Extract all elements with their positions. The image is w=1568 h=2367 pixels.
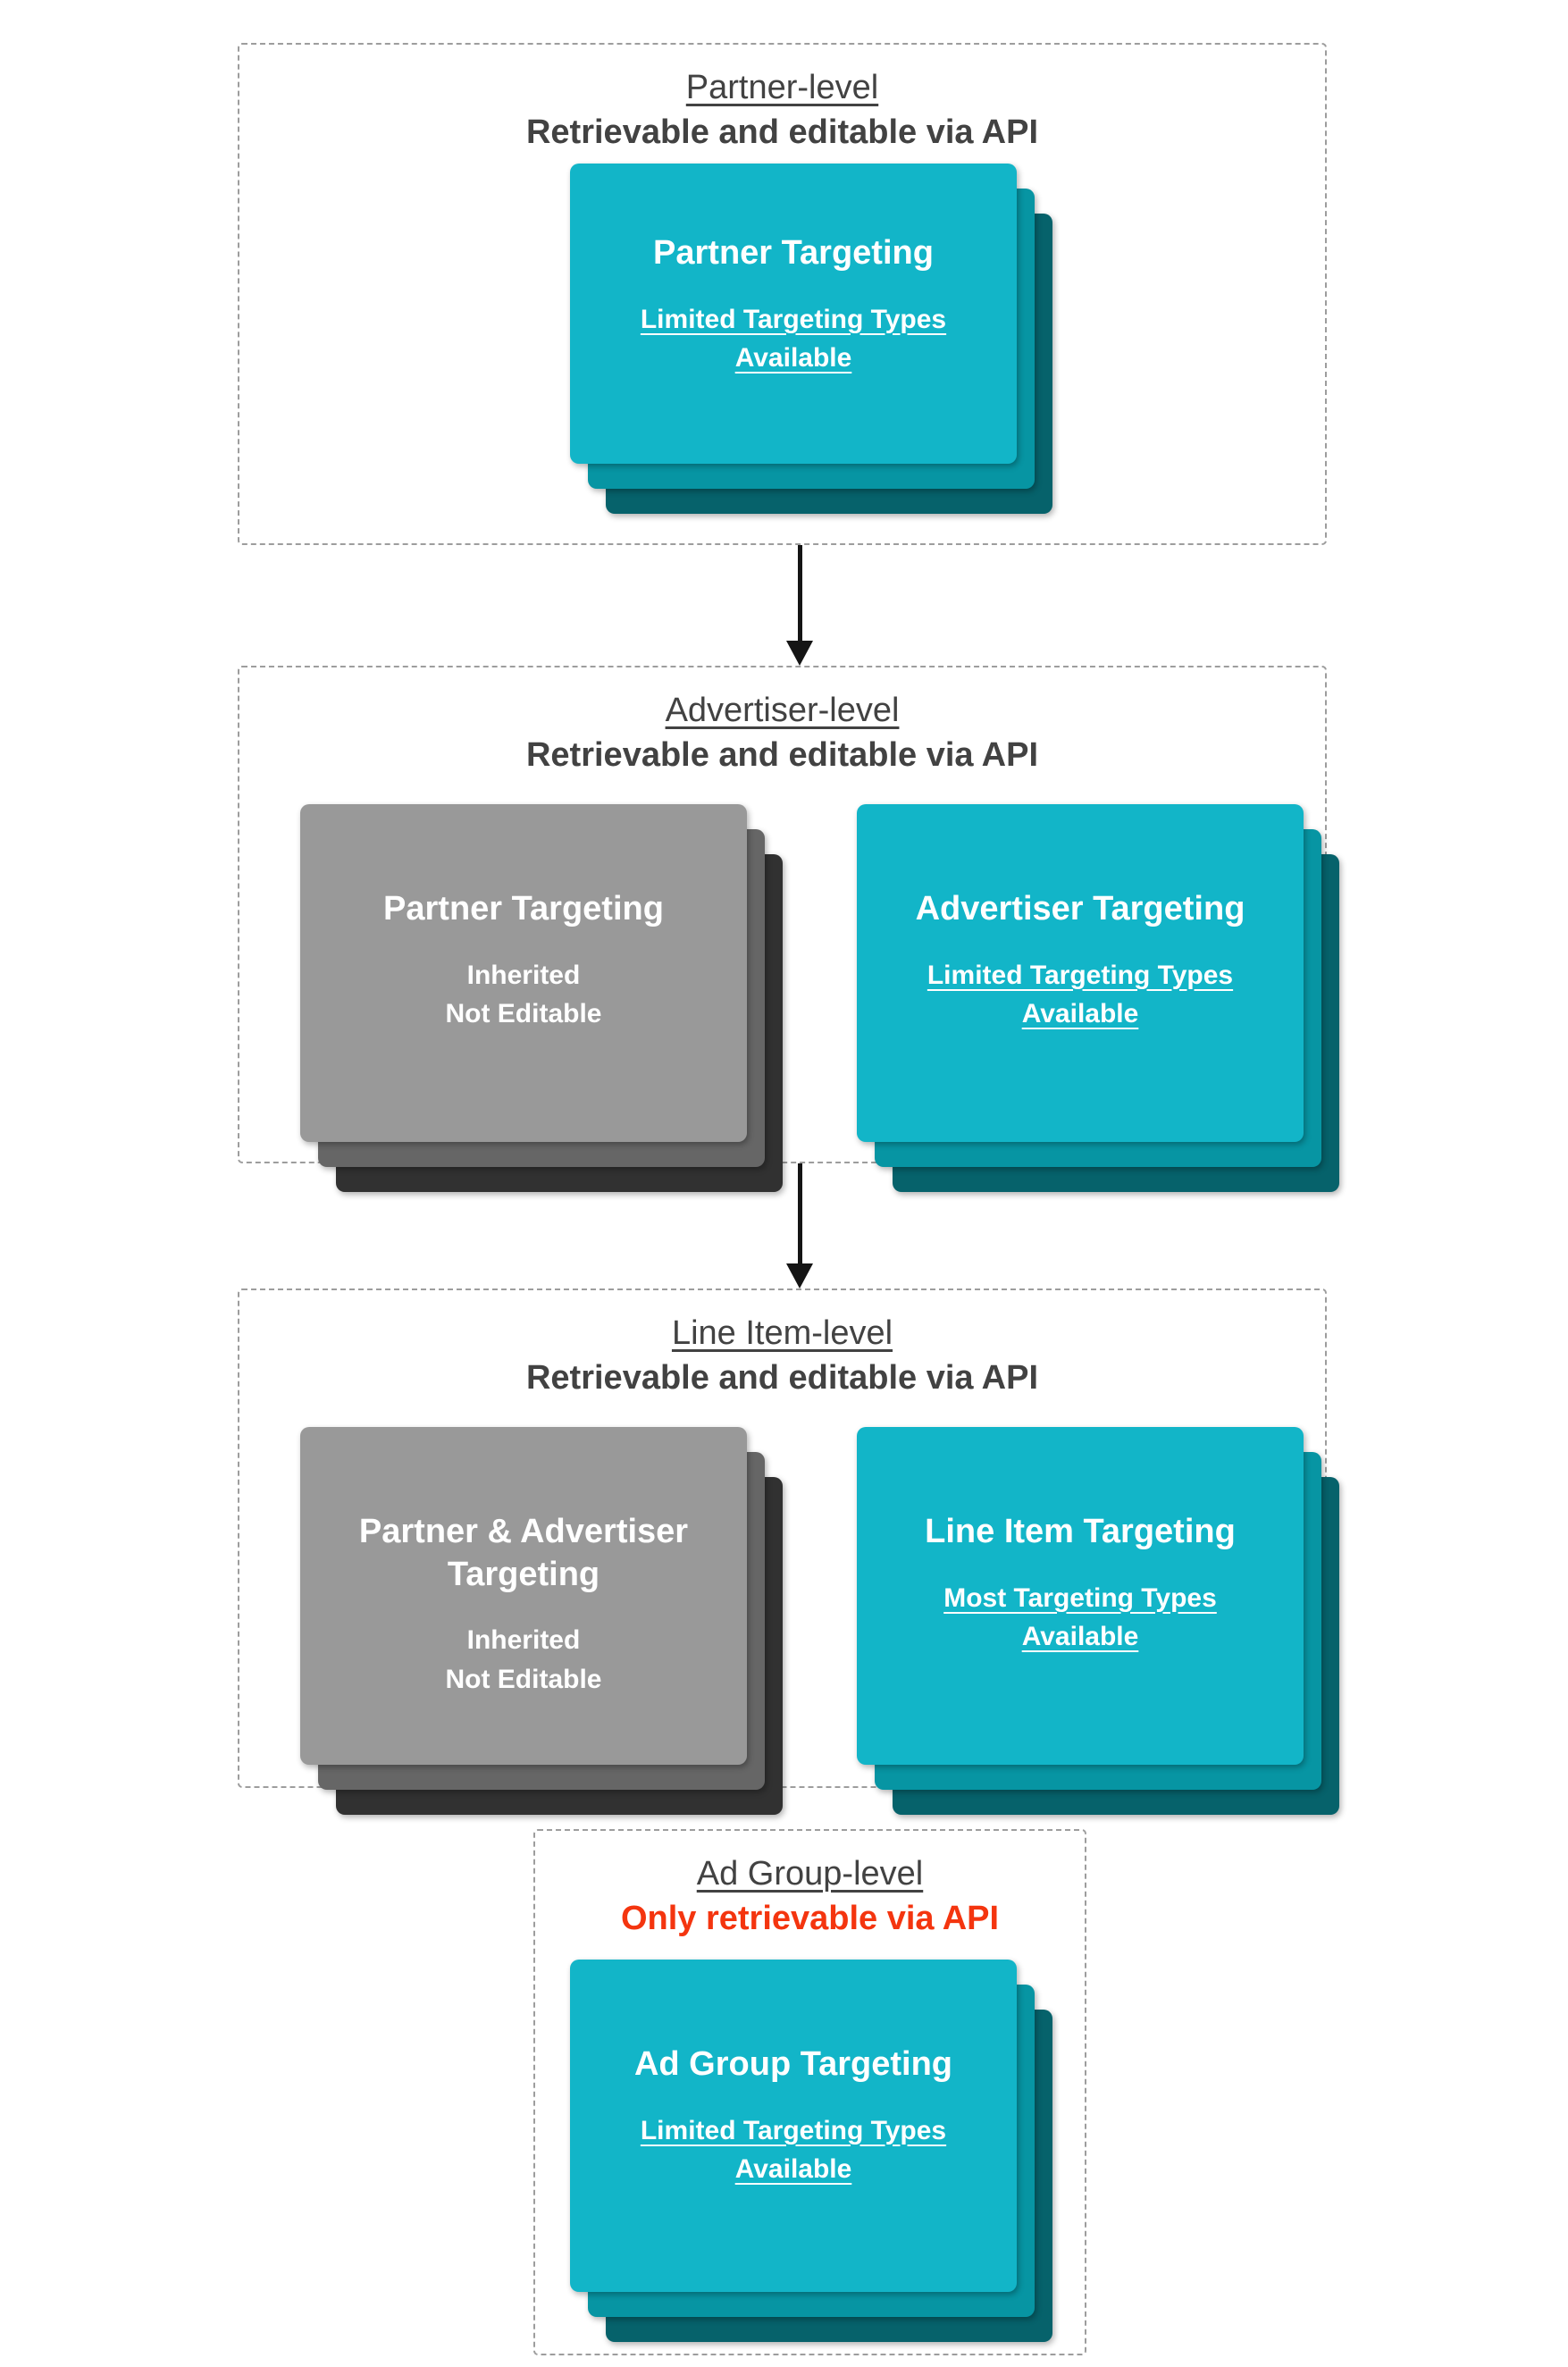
section-subtitle: Retrievable and editable via API — [525, 113, 1039, 151]
section-title: Ad Group-level — [696, 1855, 924, 1893]
card-body: Inherited Not Editable — [445, 1625, 602, 1694]
arrow-shaft — [797, 1163, 802, 1264]
card-inherited-partner-advertiser-targeting: Partner & Advertiser Targeting Inherited… — [300, 1427, 747, 1765]
section-advertiser-level: Advertiser-level Retrievable and editabl… — [238, 666, 1339, 1192]
flow-arrow-1 — [782, 545, 818, 666]
section-title: Line Item-level — [671, 1314, 893, 1352]
card-partner-targeting: Partner Targeting Limited Targeting Type… — [570, 164, 1017, 464]
card-body: Limited Targeting Types Available — [927, 960, 1234, 1029]
card-title: Partner Targeting — [653, 234, 934, 272]
card-advertiser-targeting: Advertiser Targeting Limited Targeting T… — [857, 804, 1304, 1142]
card-line-item-targeting: Line Item Targeting Most Targeting Types… — [857, 1427, 1304, 1765]
card-ad-group-targeting: Ad Group Targeting Limited Targeting Typ… — [570, 1960, 1017, 2292]
card-body: Limited Targeting Types Available — [640, 2115, 947, 2185]
flow-arrow-2 — [782, 1163, 818, 1288]
arrow-head-icon — [786, 641, 813, 666]
card-body: Limited Targeting Types Available — [640, 304, 947, 374]
arrow-shaft — [797, 545, 802, 642]
card-title: Partner & Advertiser Targeting — [358, 1513, 689, 1593]
section-partner-level: Partner-level Retrievable and editable v… — [238, 43, 1327, 545]
card-body: Inherited Not Editable — [445, 960, 602, 1029]
section-ad-group-level: Ad Group-level Only retrievable via API … — [533, 1829, 1086, 2355]
card-title: Ad Group Targeting — [633, 2045, 953, 2083]
arrow-head-icon — [786, 1263, 813, 1288]
section-line-item-level: Line Item-level Retrievable and editable… — [238, 1288, 1339, 1815]
section-subtitle: Retrievable and editable via API — [525, 735, 1039, 774]
card-inherited-partner-targeting: Partner Targeting Inherited Not Editable — [300, 804, 747, 1142]
section-title: Partner-level — [685, 69, 879, 106]
section-subtitle: Only retrievable via API — [620, 1899, 1000, 1937]
card-title: Advertiser Targeting — [915, 890, 1245, 927]
card-body: Most Targeting Types Available — [943, 1582, 1217, 1652]
card-title: Line Item Targeting — [925, 1513, 1236, 1550]
section-title: Advertiser-level — [665, 692, 900, 729]
card-title: Partner Targeting — [383, 890, 664, 927]
section-subtitle: Retrievable and editable via API — [525, 1358, 1039, 1397]
